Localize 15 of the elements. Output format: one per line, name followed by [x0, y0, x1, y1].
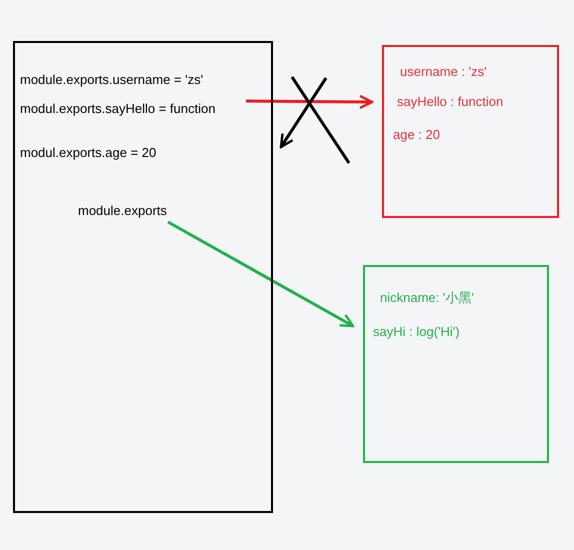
property-text: nickname: '小黑'	[380, 290, 474, 306]
code-line: modul.exports.sayHello = function	[20, 101, 246, 117]
property-text: sayHello : function	[397, 94, 504, 110]
code-line: modul.exports.age = 20	[20, 145, 180, 161]
object-box	[363, 265, 549, 463]
property-text: sayHi : log('Hi')	[373, 324, 460, 340]
code-line: module.exports.username = 'zs'	[20, 72, 220, 88]
arrow	[246, 94, 374, 110]
property-text: username : 'zs'	[400, 64, 487, 80]
module-box	[13, 41, 273, 513]
arrow	[280, 77, 328, 148]
arrow	[167, 220, 354, 328]
property-text: age : 20	[393, 127, 440, 143]
code-line: module.exports	[78, 203, 168, 219]
object-box	[382, 45, 559, 218]
